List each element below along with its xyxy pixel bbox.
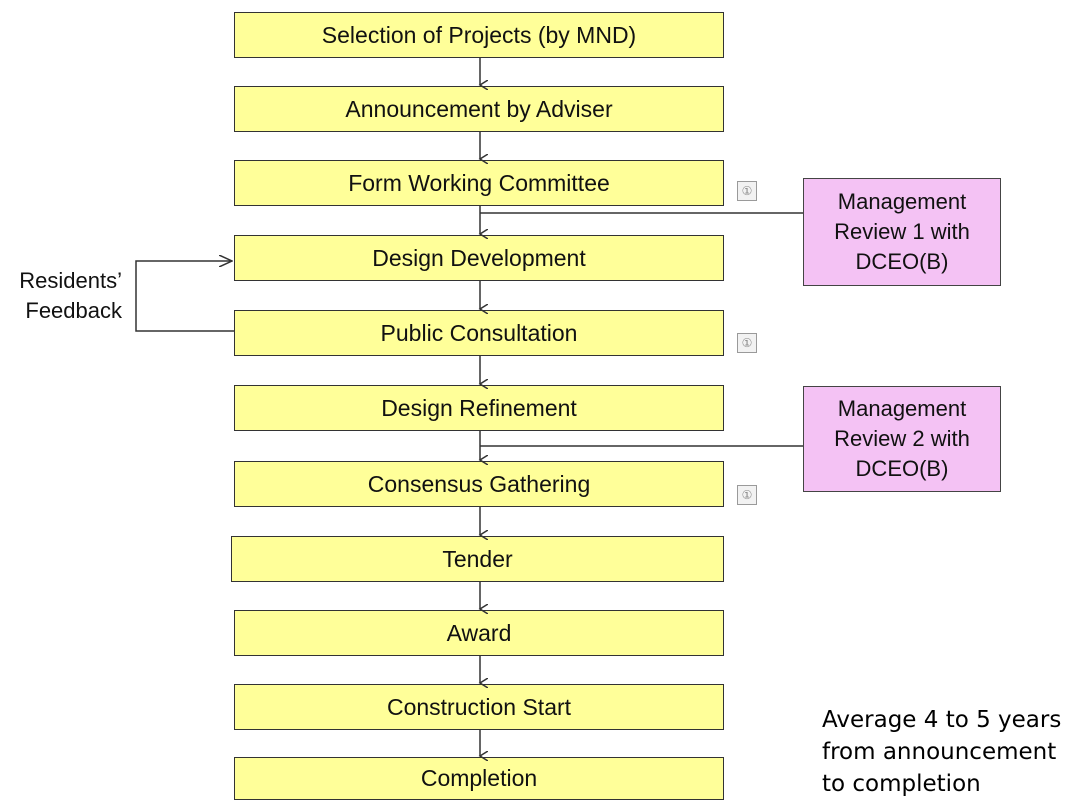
step-public-consultation: Public Consultation: [234, 310, 724, 356]
note-line-3: to completion: [822, 771, 981, 797]
review-2-line-2: Review 2 with: [834, 426, 970, 451]
review-2-line-1: Management: [837, 396, 967, 421]
review-2-line-3: DCEO(B): [855, 456, 949, 481]
step-completion: Completion: [234, 757, 724, 800]
review-1-line-1: Management: [837, 189, 967, 214]
marker-icon-3: ①: [737, 485, 757, 505]
marker-icon-1: ①: [737, 181, 757, 201]
feedback-line-2: Feedback: [25, 298, 122, 323]
note-line-2: from announcement: [822, 739, 1057, 765]
step-construction-start: Construction Start: [234, 684, 724, 730]
step-selection-of-projects: Selection of Projects (by MND): [234, 12, 724, 58]
step-form-working-committee: Form Working Committee: [234, 160, 724, 206]
residents-feedback-label: Residents’ Feedback: [0, 266, 122, 326]
review-1-line-3: DCEO(B): [855, 249, 949, 274]
step-design-refinement: Design Refinement: [234, 385, 724, 431]
management-review-1: Management Review 1 with DCEO(B): [803, 178, 1001, 286]
feedback-line-1: Residents’: [19, 268, 122, 293]
step-announcement-by-adviser: Announcement by Adviser: [234, 86, 724, 132]
step-tender: Tender: [231, 536, 724, 582]
step-consensus-gathering: Consensus Gathering: [234, 461, 724, 507]
note-line-1: Average 4 to 5 years: [822, 707, 1062, 733]
marker-icon-2: ①: [737, 333, 757, 353]
feedback-loop: [135, 261, 234, 332]
duration-note: Average 4 to 5 years from announcement t…: [822, 704, 1061, 800]
review-1-line-2: Review 1 with: [834, 219, 970, 244]
management-review-2: Management Review 2 with DCEO(B): [803, 386, 1001, 492]
step-design-development: Design Development: [234, 235, 724, 281]
